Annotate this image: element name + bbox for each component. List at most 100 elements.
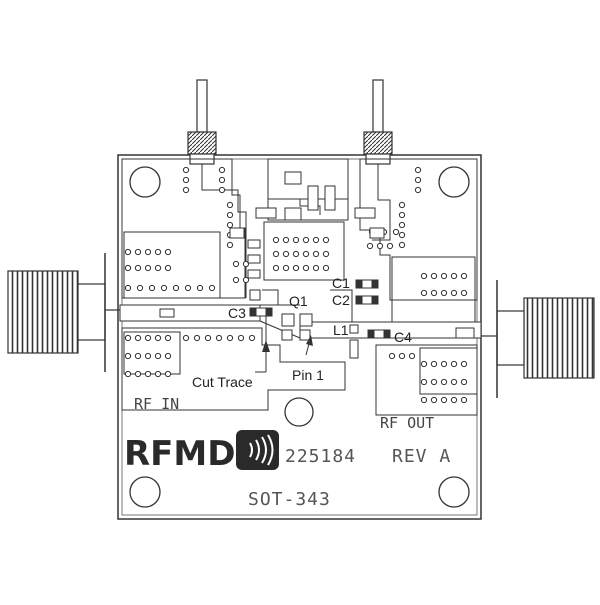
via bbox=[154, 370, 162, 378]
label-q1: Q1 bbox=[289, 293, 308, 309]
via bbox=[272, 264, 280, 272]
smd-pad-filled bbox=[355, 295, 363, 305]
annotation-cut-trace: Cut Trace bbox=[192, 374, 253, 390]
via bbox=[386, 242, 394, 250]
smd-pad bbox=[373, 329, 385, 339]
via bbox=[154, 352, 162, 360]
smd-pad bbox=[284, 207, 302, 221]
smd-pad bbox=[455, 327, 475, 339]
brand-text: RFMD bbox=[124, 434, 235, 474]
via bbox=[440, 378, 448, 386]
via bbox=[164, 248, 172, 256]
via bbox=[450, 272, 458, 280]
via bbox=[164, 334, 172, 342]
smd-pad bbox=[299, 329, 311, 341]
via bbox=[144, 352, 152, 360]
via bbox=[430, 289, 438, 297]
revision: REV A bbox=[392, 446, 451, 467]
via bbox=[182, 176, 190, 184]
via bbox=[292, 264, 300, 272]
smd-pad-filled bbox=[371, 279, 379, 289]
via bbox=[430, 396, 438, 404]
via bbox=[124, 248, 132, 256]
smd-pad bbox=[249, 289, 261, 301]
label-c2: C2 bbox=[332, 292, 350, 308]
via bbox=[226, 201, 234, 209]
via bbox=[322, 264, 330, 272]
via bbox=[204, 334, 212, 342]
mounting-hole-center bbox=[284, 397, 314, 427]
via bbox=[420, 396, 428, 404]
smd-pad bbox=[349, 339, 359, 359]
sma-connector-output bbox=[481, 280, 595, 398]
via bbox=[248, 334, 256, 342]
via bbox=[124, 264, 132, 272]
via bbox=[366, 242, 374, 250]
mounting-hole-bottom-right bbox=[438, 476, 470, 508]
via bbox=[282, 250, 290, 258]
via bbox=[312, 236, 320, 244]
via bbox=[430, 360, 438, 368]
via bbox=[398, 241, 406, 249]
mounting-hole-top-right bbox=[438, 166, 470, 198]
smd-pad bbox=[159, 308, 175, 318]
port-label-rf-in: RF IN bbox=[134, 395, 179, 413]
port-label-rf-out: RF OUT bbox=[380, 414, 434, 432]
smd-pad bbox=[369, 227, 385, 239]
smd-pad-filled bbox=[355, 279, 363, 289]
smd-pad bbox=[299, 313, 313, 327]
via bbox=[440, 289, 448, 297]
dc-pin-right bbox=[363, 79, 393, 165]
smd-pad bbox=[349, 324, 359, 334]
label-c4: C4 bbox=[394, 329, 412, 345]
smd-pad bbox=[247, 239, 261, 249]
via bbox=[460, 289, 468, 297]
via bbox=[272, 236, 280, 244]
via bbox=[420, 272, 428, 280]
via bbox=[196, 284, 204, 292]
via-array bbox=[124, 166, 468, 404]
via bbox=[182, 186, 190, 194]
via bbox=[226, 241, 234, 249]
via bbox=[208, 284, 216, 292]
via bbox=[388, 352, 396, 360]
via bbox=[460, 272, 468, 280]
smd-pad-filled bbox=[383, 329, 391, 339]
via bbox=[144, 334, 152, 342]
smd-pad bbox=[281, 329, 293, 341]
via bbox=[414, 176, 422, 184]
via bbox=[420, 289, 428, 297]
dc-pin-left bbox=[187, 79, 217, 165]
via bbox=[144, 370, 152, 378]
via bbox=[430, 272, 438, 280]
via bbox=[124, 334, 132, 342]
via bbox=[322, 250, 330, 258]
via bbox=[242, 260, 250, 268]
smd-pad bbox=[361, 295, 373, 305]
smd-pad bbox=[284, 171, 302, 185]
via bbox=[218, 166, 226, 174]
via bbox=[226, 334, 234, 342]
via bbox=[218, 176, 226, 184]
via bbox=[144, 264, 152, 272]
part-number: 225184 bbox=[285, 446, 356, 467]
smd-pad bbox=[307, 185, 319, 211]
via bbox=[164, 370, 172, 378]
component-labels: C1 C2 C3 Q1 L1 C4 bbox=[228, 275, 412, 345]
via bbox=[312, 250, 320, 258]
via bbox=[218, 186, 226, 194]
via bbox=[124, 284, 132, 292]
via bbox=[450, 378, 458, 386]
sma-connector-input bbox=[7, 253, 120, 372]
via bbox=[154, 334, 162, 342]
via bbox=[154, 248, 162, 256]
smd-pad-filled bbox=[265, 307, 273, 317]
via bbox=[282, 236, 290, 244]
annotation-pin1: Pin 1 bbox=[292, 367, 324, 383]
via bbox=[134, 370, 142, 378]
bias-traces bbox=[201, 164, 391, 322]
package-label: SOT-343 bbox=[248, 489, 331, 510]
smd-pads bbox=[159, 171, 475, 359]
